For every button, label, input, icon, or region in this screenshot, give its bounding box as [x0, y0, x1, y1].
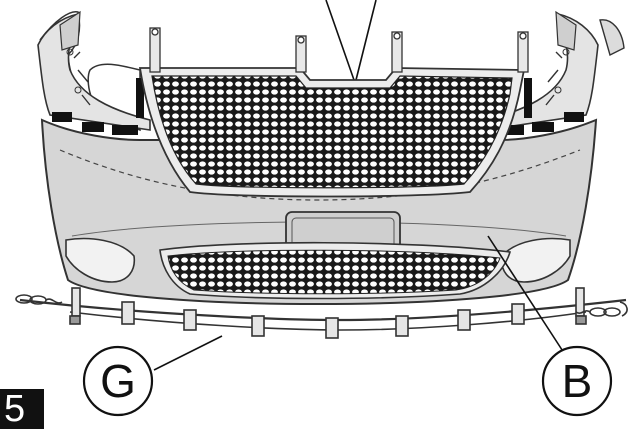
grille-mounting-tabs	[149, 27, 529, 73]
lower-grille-mesh	[167, 249, 501, 295]
callout-g-leader	[153, 335, 223, 371]
step-number-badge: 5	[0, 389, 44, 429]
lower-support-bar	[19, 287, 627, 339]
left-chain-hook	[15, 294, 63, 305]
left-fog-lamp	[65, 237, 136, 283]
fascia-crease-line	[59, 149, 581, 201]
left-fascia-wing	[37, 10, 151, 135]
callout-g-label: G	[100, 355, 136, 407]
upper-grille-mesh	[151, 75, 513, 189]
callout-b-label: B	[562, 355, 593, 407]
callout-g-circle	[82, 345, 154, 417]
callout-b-leader	[487, 235, 567, 357]
right-chain-hook	[575, 301, 628, 317]
right-fog-lamp	[500, 237, 571, 283]
top-leader-lines	[325, 0, 377, 81]
right-fascia-wing	[485, 10, 625, 135]
callout-b-circle	[541, 345, 613, 417]
